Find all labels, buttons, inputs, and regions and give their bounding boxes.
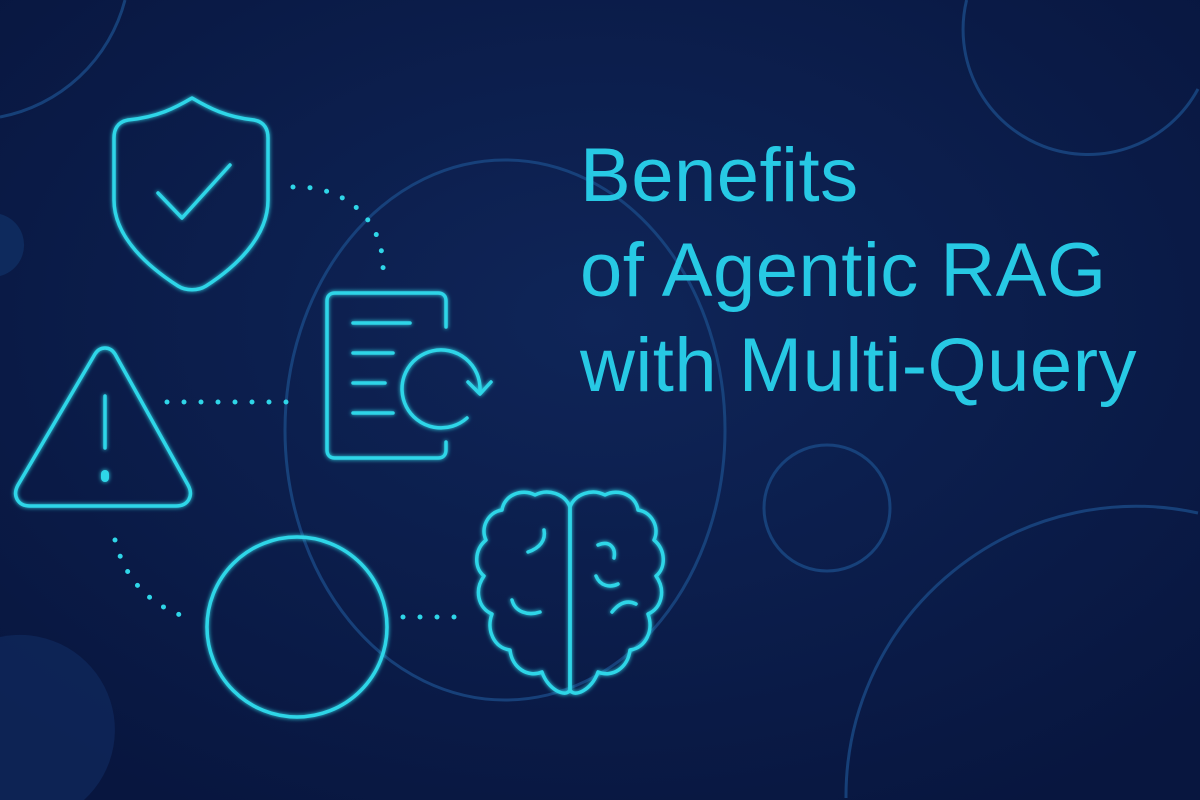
connector-shield-document bbox=[290, 184, 386, 275]
decor-blob-left bbox=[0, 214, 25, 276]
decor-ring-middle bbox=[762, 443, 892, 573]
brain-icon bbox=[475, 490, 665, 695]
decor-arc-top-left bbox=[0, 0, 127, 119]
page-title: Benefits of Agentic RAG with Multi-Query bbox=[580, 128, 1137, 413]
circle-icon bbox=[205, 535, 389, 719]
shield-check-icon bbox=[112, 96, 270, 292]
decor-ring-bottom-right bbox=[844, 504, 1199, 799]
title-line-2: of Agentic RAG bbox=[580, 228, 1107, 313]
document-refresh-icon bbox=[325, 291, 493, 460]
decor-large-ring bbox=[283, 158, 727, 702]
decor-ring-top-right bbox=[961, 0, 1200, 156]
decor-blob-bottom-left bbox=[0, 634, 115, 800]
title-line-1: Benefits bbox=[580, 133, 859, 218]
warning-triangle-icon bbox=[13, 346, 193, 508]
title-line-3: with Multi-Query bbox=[580, 323, 1137, 408]
